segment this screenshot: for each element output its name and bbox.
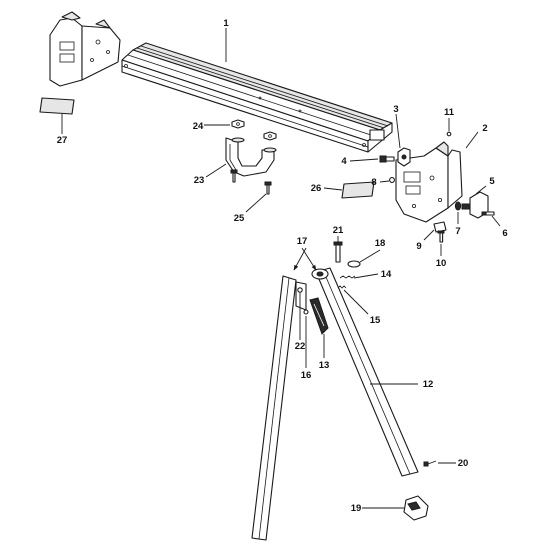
callout-25: 25 <box>234 213 245 224</box>
cap-9 <box>433 221 447 233</box>
foot-cap-19 <box>403 495 429 521</box>
callout-22: 22 <box>295 341 306 352</box>
rivet-22 <box>297 287 303 293</box>
callout-20: 20 <box>458 458 469 469</box>
washer-18 <box>347 260 361 268</box>
callout-8: 8 <box>371 177 376 188</box>
hinge-bolt-21 <box>333 241 343 263</box>
beam-rail <box>121 42 393 153</box>
nut-24b <box>263 131 277 141</box>
rivet-8 <box>389 177 395 183</box>
callout-3: 3 <box>393 104 398 115</box>
leg-short-rear <box>295 281 307 311</box>
spring-14 <box>339 275 356 279</box>
leg-long-right <box>315 267 419 477</box>
cam-lever-3 <box>397 147 411 167</box>
leg-long-left <box>251 275 297 541</box>
callout-21: 21 <box>333 225 344 236</box>
callout-19: 19 <box>351 503 362 514</box>
callout-24: 24 <box>193 121 204 132</box>
callout-1: 1 <box>223 18 229 29</box>
callout-15: 15 <box>370 315 381 326</box>
callout-4: 4 <box>341 156 347 167</box>
screw-6 <box>481 211 495 216</box>
leader-lines <box>61 28 501 509</box>
pin-4 <box>379 155 395 163</box>
callout-7: 7 <box>455 226 460 237</box>
left-label-plate <box>39 97 75 115</box>
screw-25b <box>264 181 272 195</box>
right-label-plate <box>341 181 375 199</box>
callout-10: 10 <box>436 258 447 269</box>
callout-12: 12 <box>423 379 434 390</box>
callout-16: 16 <box>301 370 312 381</box>
callout-11: 11 <box>444 107 455 118</box>
callout-26: 26 <box>311 183 322 194</box>
callout-17: 17 <box>297 236 308 247</box>
callout-9: 9 <box>416 241 421 252</box>
callout-23: 23 <box>194 175 205 186</box>
pin-11 <box>446 131 452 137</box>
hinge-pivot-17 <box>311 268 329 280</box>
spring-15 <box>337 285 347 289</box>
callout-18: 18 <box>375 238 386 249</box>
latch-lever-13 <box>309 297 329 335</box>
screw-20 <box>423 460 437 467</box>
callout-5: 5 <box>489 176 495 187</box>
nut-24a <box>231 119 245 129</box>
callout-13: 13 <box>319 360 330 371</box>
bolt-10 <box>437 230 445 243</box>
screw-25a <box>230 169 238 183</box>
callout-labels: 1 2 3 4 5 6 7 8 9 10 11 12 13 14 15 16 1… <box>57 18 508 514</box>
callout-2: 2 <box>482 123 487 134</box>
rivet-16 <box>303 309 309 315</box>
callout-6: 6 <box>502 228 507 239</box>
right-end-bracket <box>395 141 463 223</box>
callout-14: 14 <box>381 269 392 280</box>
washer-7 <box>454 201 462 211</box>
callout-27: 27 <box>57 135 68 146</box>
left-end-bracket <box>49 11 121 87</box>
